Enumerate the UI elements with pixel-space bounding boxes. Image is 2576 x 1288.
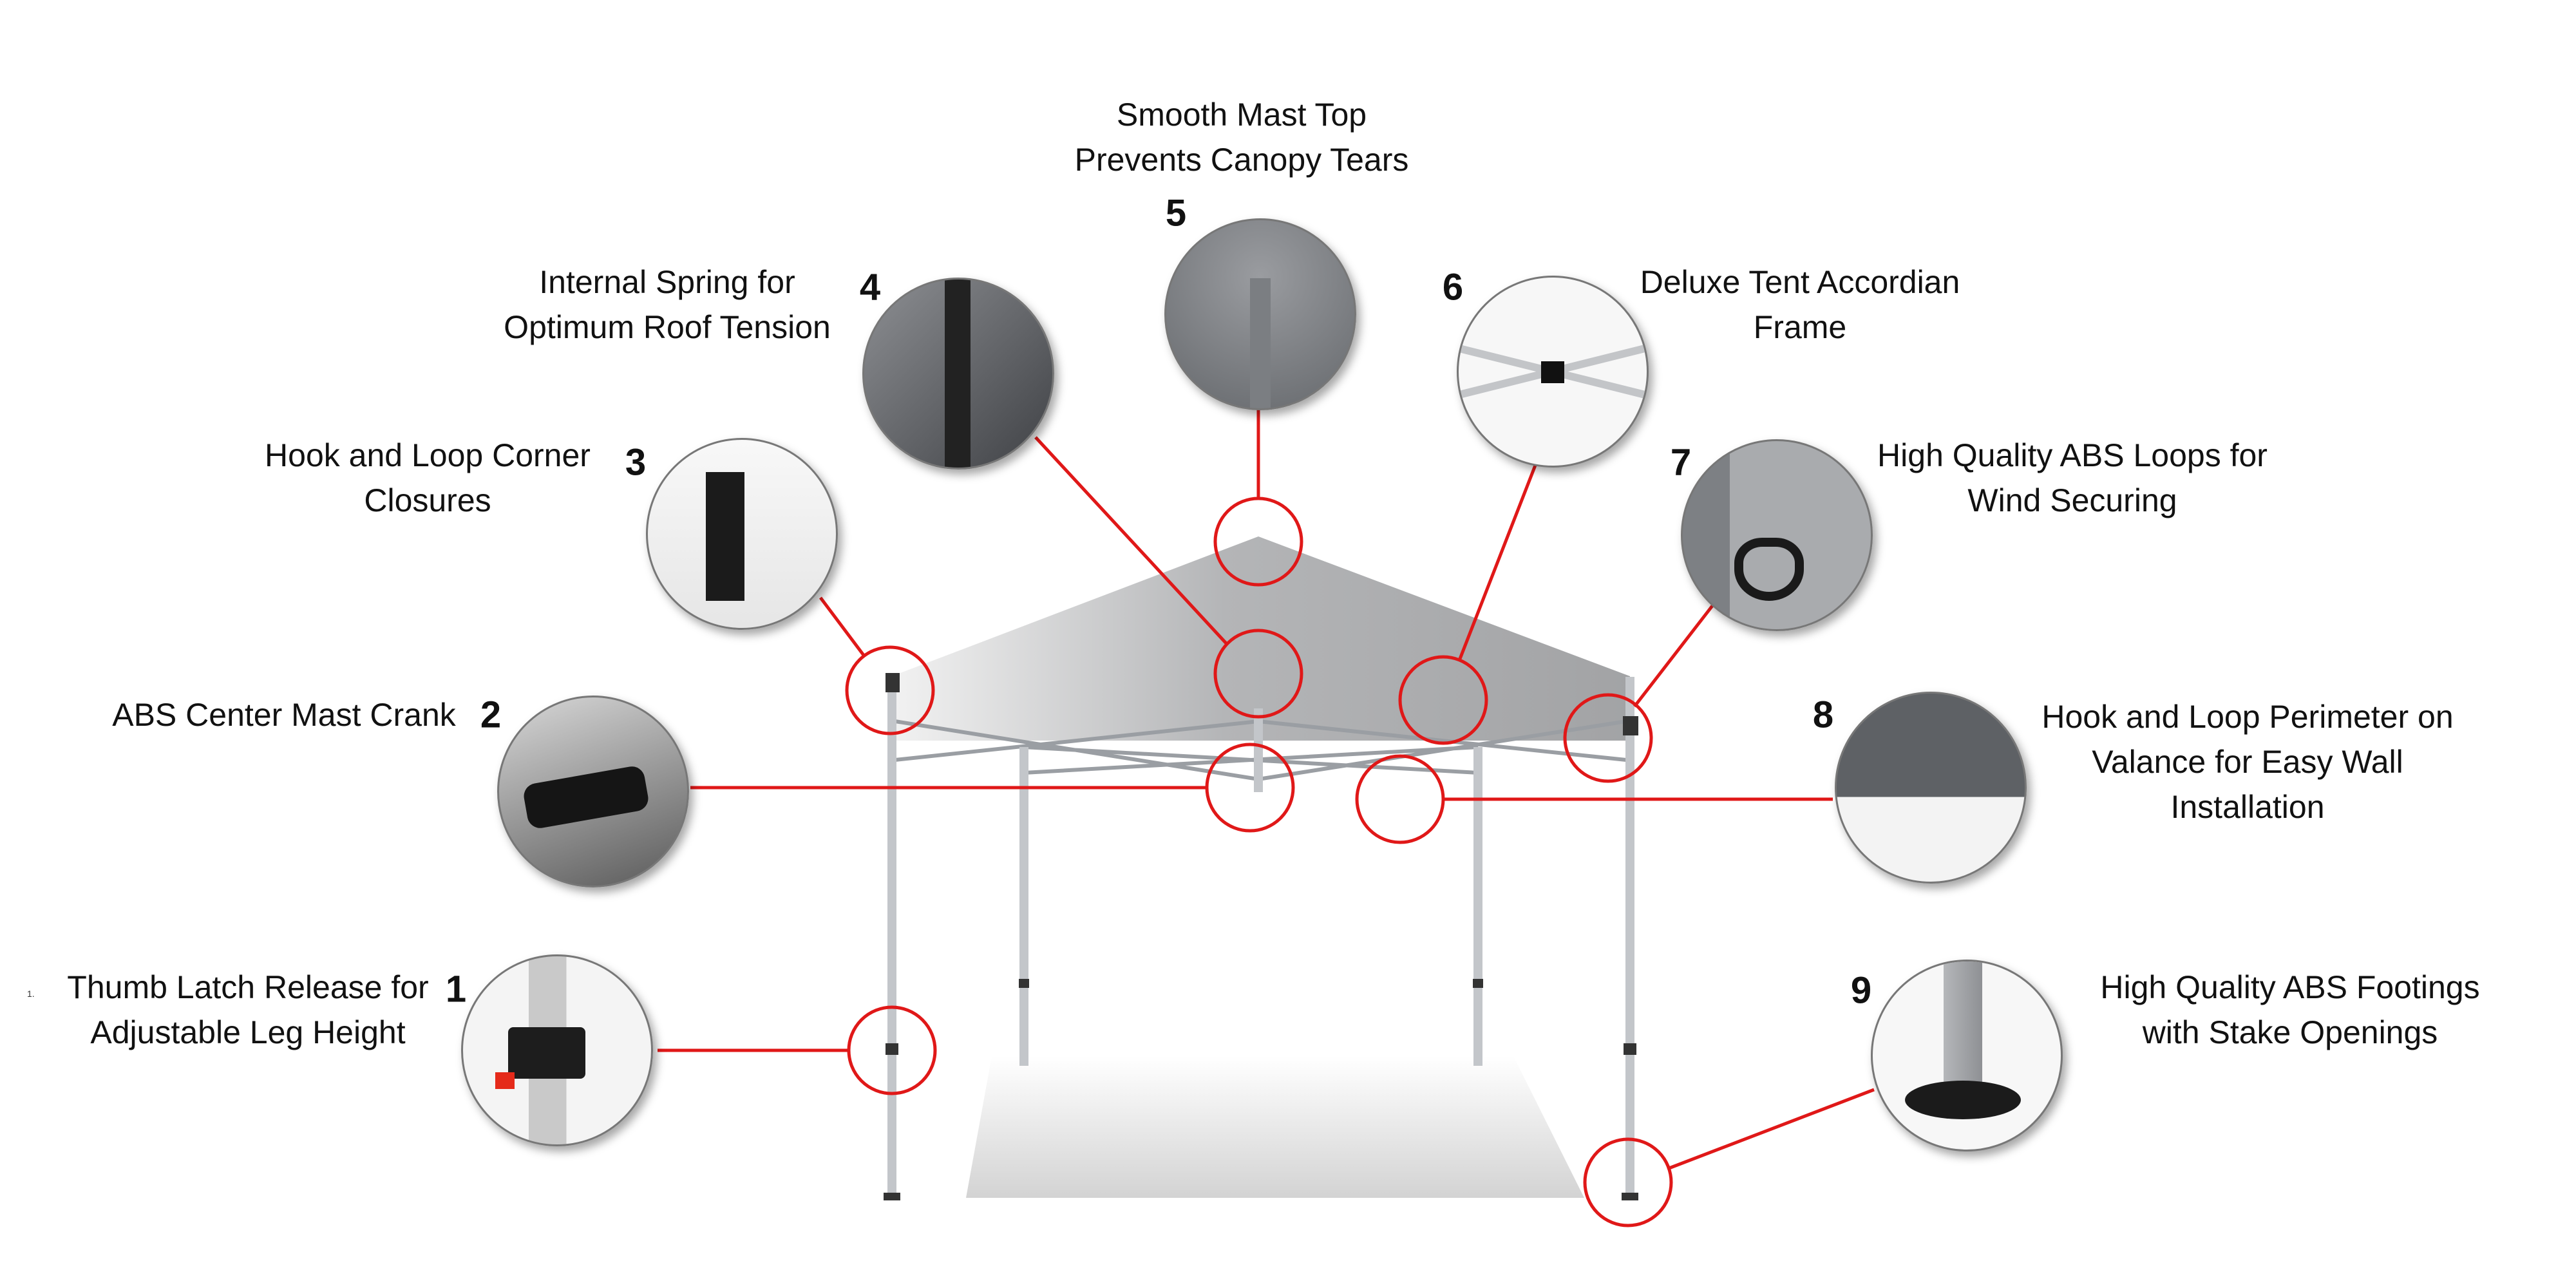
- label-line: with Stake Openings: [2142, 1014, 2438, 1050]
- callout-2-label: ABS Center Mast Crank: [112, 692, 456, 737]
- callout-8-label: Hook and Loop Perimeter on Valance for E…: [2041, 694, 2453, 829]
- footing-leg: [1944, 961, 1982, 1090]
- detail-abs-loop: [1681, 439, 1873, 631]
- callout-7-label: High Quality ABS Loops for Wind Securing: [1877, 433, 2268, 523]
- marker-8: [1355, 754, 1445, 844]
- detail-valance: [1835, 692, 2027, 884]
- spring-mast: [945, 279, 971, 468]
- callout-4-number: 4: [859, 266, 881, 308]
- marker-1: [847, 1005, 937, 1095]
- marker-9: [1583, 1137, 1673, 1227]
- callout-4-label: Internal Spring for Optimum Roof Tension: [504, 260, 831, 350]
- footing-base: [1905, 1081, 2021, 1119]
- callout-1-number: 1: [445, 968, 467, 1010]
- label-line: High Quality ABS Loops for: [1877, 437, 2268, 473]
- callout-3-label: Hook and Loop Corner Closures: [265, 433, 591, 523]
- label-line: ABS Center Mast Crank: [112, 697, 456, 733]
- marker-5: [1213, 497, 1303, 587]
- detail-internal-spring: [862, 278, 1054, 469]
- label-line: Thumb Latch Release for: [67, 969, 429, 1005]
- detail-mast-top: [1164, 218, 1356, 410]
- callout-5-number: 5: [1165, 192, 1187, 234]
- callout-3-number: 3: [625, 441, 647, 484]
- marker-6: [1398, 655, 1488, 745]
- label-line: Smooth Mast Top: [1116, 97, 1367, 133]
- latch-block: [508, 1027, 585, 1079]
- callout-8-number: 8: [1812, 694, 1834, 736]
- callout-circles: [845, 497, 1673, 1227]
- label-line: Optimum Roof Tension: [504, 309, 831, 345]
- detail-accordian-frame: [1457, 276, 1649, 468]
- stray-mark: 1.: [27, 989, 35, 999]
- label-line: Frame: [1753, 309, 1847, 345]
- tent-legs: [887, 677, 1634, 1198]
- callout-5-label: Smooth Mast Top Prevents Canopy Tears: [1075, 92, 1409, 182]
- detail-footing: [1871, 960, 2063, 1151]
- leg-latches: [884, 673, 1638, 1200]
- ground-shadow: [966, 1056, 1584, 1198]
- detail-leg-latch: [461, 954, 653, 1146]
- label-line: Closures: [364, 482, 491, 518]
- callout-9-label: High Quality ABS Footings with Stake Ope…: [2100, 965, 2479, 1055]
- corner-bracket: [706, 472, 744, 601]
- marker-2: [1205, 743, 1295, 833]
- callout-1-label: Thumb Latch Release for Adjustable Leg H…: [67, 965, 428, 1055]
- label-line: Adjustable Leg Height: [90, 1014, 406, 1050]
- callout-9-number: 9: [1850, 969, 1872, 1012]
- label-line: High Quality ABS Footings: [2100, 969, 2480, 1005]
- mast-pole: [1250, 278, 1271, 408]
- label-line: Prevents Canopy Tears: [1074, 142, 1409, 178]
- callout-6-label: Deluxe Tent Accordian Frame: [1640, 260, 1960, 350]
- crank-handle: [522, 764, 650, 830]
- abs-loop: [1734, 538, 1804, 601]
- label-line: Hook and Loop Corner: [265, 437, 591, 473]
- callout-2-number: 2: [480, 694, 502, 736]
- label-line: Hook and Loop Perimeter on: [2041, 699, 2454, 735]
- detail-mast-crank: [497, 696, 689, 887]
- marker-4: [1213, 629, 1303, 719]
- canopy-roof: [892, 536, 1630, 741]
- marker-3: [845, 645, 935, 735]
- label-line: Wind Securing: [1967, 482, 2177, 518]
- callout-6-number: 6: [1442, 266, 1464, 308]
- callout-lines: [658, 406, 1875, 1171]
- label-line: Internal Spring for: [539, 264, 795, 300]
- label-line: Deluxe Tent Accordian: [1640, 264, 1960, 300]
- frame-hinge: [1541, 361, 1564, 383]
- red-tab: [495, 1072, 515, 1089]
- marker-7: [1563, 693, 1653, 783]
- callout-7-number: 7: [1670, 441, 1692, 484]
- label-line: Installation: [2170, 789, 2325, 825]
- detail-corner-closure: [646, 438, 838, 630]
- label-line: Valance for Easy Wall: [2092, 744, 2403, 780]
